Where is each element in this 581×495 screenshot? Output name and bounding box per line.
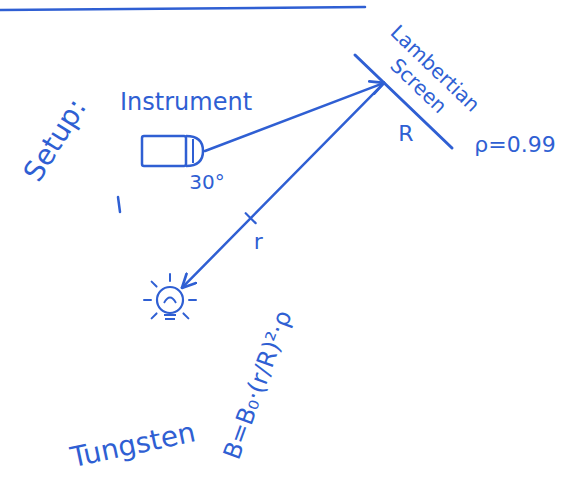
distance-label: R	[398, 121, 413, 147]
edge-label: r	[252, 229, 265, 255]
light-ray-mark	[183, 313, 188, 318]
light-ray-mark	[152, 313, 157, 318]
top-rule	[0, 7, 365, 10]
instrument: Instrument	[112, 88, 260, 178]
bulb-glass	[157, 287, 183, 313]
stray-mark	[118, 197, 120, 212]
tungsten-lamp: Tungsten	[55, 260, 225, 480]
formula: B=B₀·(r/R)²·ρ	[218, 307, 298, 464]
reflectance-label: ρ=0.99	[474, 132, 555, 158]
instrument-lens	[186, 136, 203, 166]
angle-label: 30°	[189, 170, 224, 194]
light-ray-mark	[152, 282, 157, 287]
setup-heading: Setup:	[17, 93, 94, 188]
instrument-label: Instrument	[120, 88, 252, 117]
instrument-body	[142, 136, 186, 166]
screen-label: Lambertian Screen	[364, 15, 490, 138]
lamp-label: Tungsten	[68, 415, 199, 474]
light-ray-mark	[169, 274, 171, 281]
bulb-filament	[164, 298, 176, 304]
lens-rim	[192, 139, 194, 163]
instrument-icon	[140, 130, 206, 172]
tick-mark	[246, 213, 256, 223]
bulb-base	[164, 315, 176, 319]
light-ray-mark	[189, 299, 196, 301]
light-ray-mark	[144, 299, 151, 301]
bulb-icon	[130, 265, 210, 345]
